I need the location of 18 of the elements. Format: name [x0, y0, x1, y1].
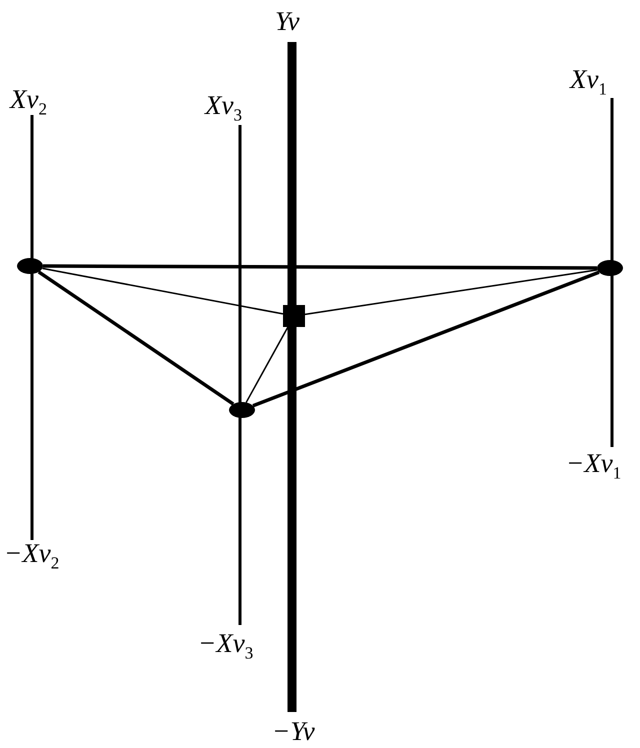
connector-line [252, 270, 600, 408]
axis-label: Yv [275, 8, 300, 35]
connector-line [304, 269, 598, 316]
point-marker [229, 402, 255, 418]
square-marker [283, 305, 305, 327]
axis-label: Xv$_{2}$ [10, 86, 47, 118]
connector-line [42, 268, 284, 315]
axis-label: Xv$_{3}$ [205, 92, 242, 124]
connector-line [38, 270, 234, 406]
axis-label: −Xv$_{2}$ [4, 540, 60, 572]
connector-line [43, 264, 597, 270]
axis-label: −Xv$_{3}$ [198, 630, 254, 662]
point-marker [17, 258, 43, 274]
axis-label: Xv$_{1}$ [570, 66, 607, 98]
connector-line [246, 326, 289, 403]
point-marker [597, 260, 623, 276]
axis-label: −Xv$_{1}$ [566, 450, 622, 482]
axis-label: −Yv [272, 718, 315, 745]
